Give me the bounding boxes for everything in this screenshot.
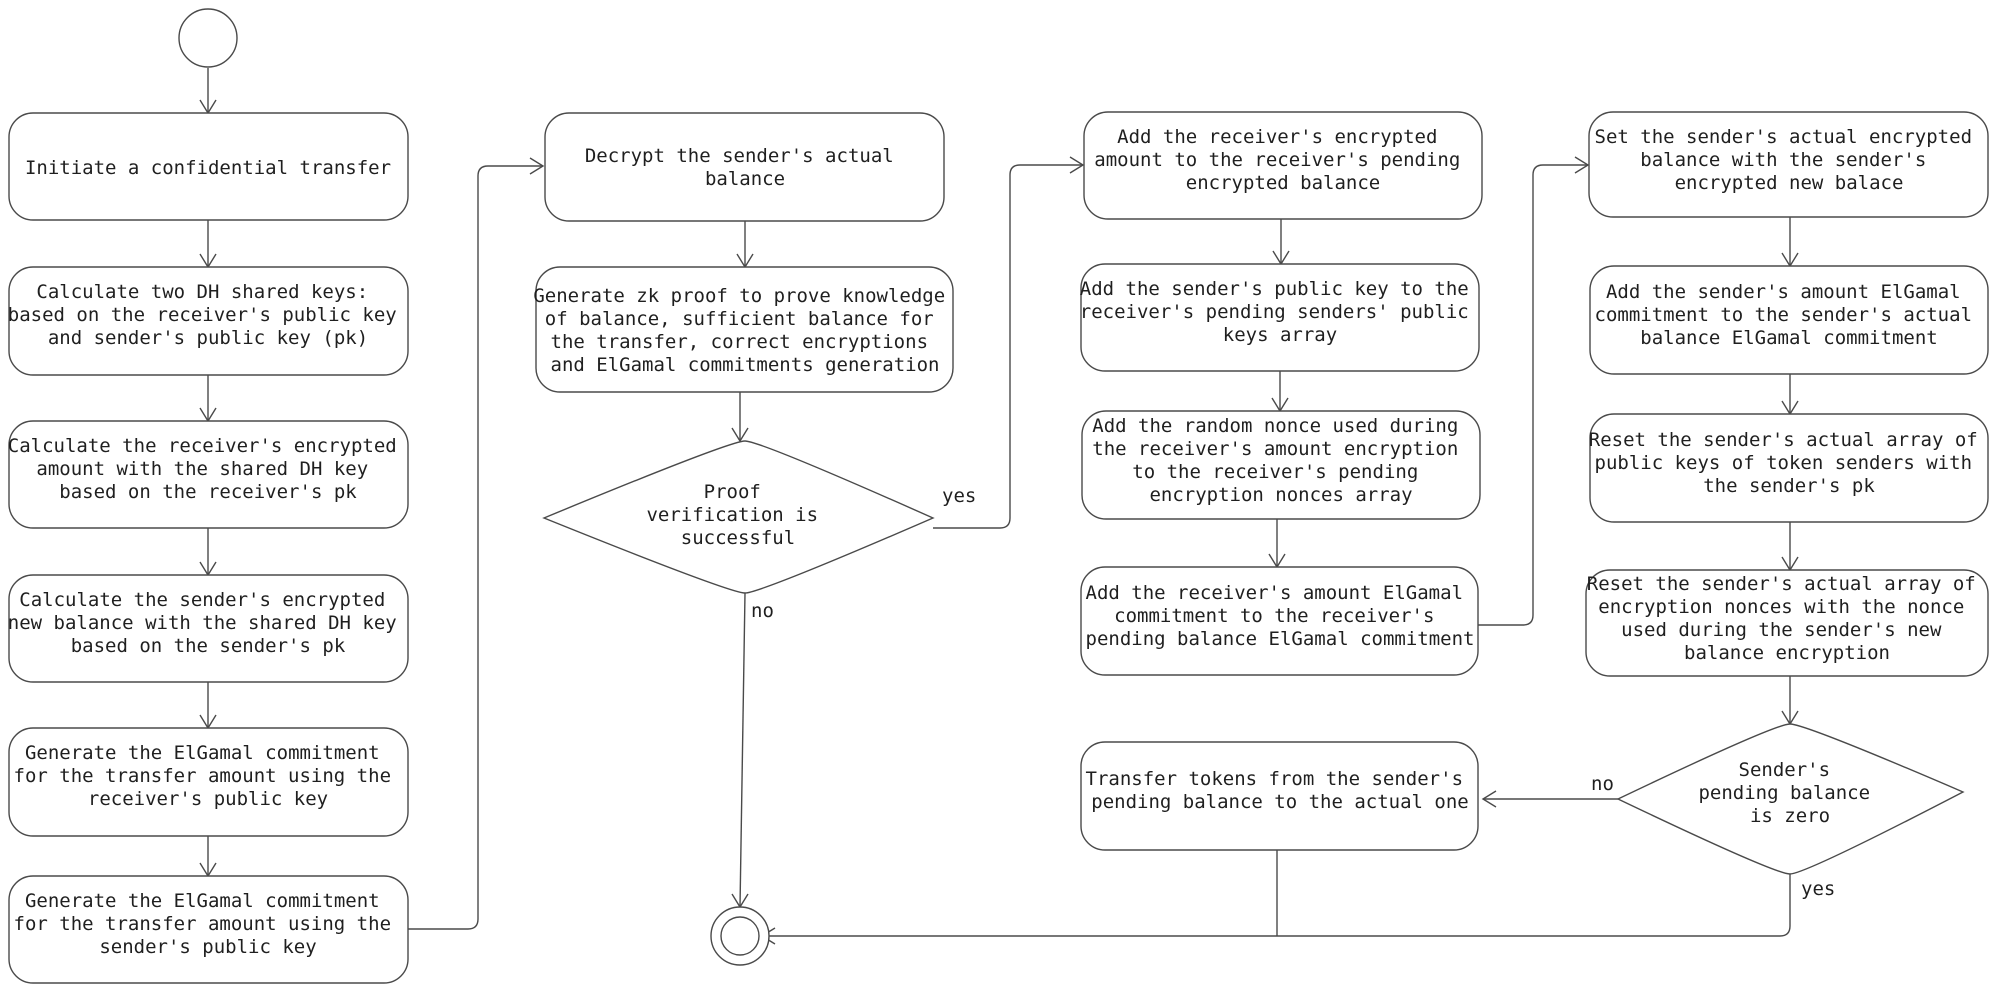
- node-initiate-text: Initiate a confidential transfer: [25, 157, 391, 179]
- edge-pending-yes-to-end: [762, 874, 1791, 937]
- node-sender-balance-text: Calculate the sender's encrypted new bal…: [8, 589, 408, 657]
- label-proof-yes: yes: [942, 485, 976, 507]
- edge-proof-yes-to-add-pending: [933, 164, 1083, 529]
- node-initiate: Initiate a confidential transfer: [8, 112, 409, 221]
- node-reset-keys-text: Reset the sender's actual array of publi…: [1589, 429, 1989, 497]
- label-proof-no: no: [751, 600, 774, 622]
- node-proof-decision: Proof verification is successful: [542, 440, 935, 594]
- node-set-balance: Set the sender's actual encrypted balanc…: [1588, 111, 1989, 218]
- node-decrypt: Decrypt the sender's actual balance: [544, 112, 945, 222]
- node-transfer-tokens: Transfer tokens from the sender's pendin…: [1080, 741, 1479, 851]
- node-commit-sender-text: Generate the ElGamal commitment for the …: [14, 890, 403, 958]
- node-add-pending-text: Add the receiver's encrypted amount to t…: [1094, 126, 1472, 194]
- node-pending-decision-text: Sender's pending balance is zero: [1698, 759, 1881, 827]
- node-dh-keys-text: Calculate two DH shared keys: based on t…: [8, 281, 408, 349]
- node-add-commitment-text: Add the receiver's amount ElGamal commit…: [1086, 582, 1475, 650]
- edge-commit-sender-to-decrypt: [408, 165, 543, 930]
- label-pending-no: no: [1591, 773, 1614, 795]
- node-add-pending: Add the receiver's encrypted amount to t…: [1083, 111, 1483, 220]
- arrowhead: [1574, 156, 1590, 174]
- node-zk-proof: Generate zk proof to prove knowledge of …: [533, 266, 956, 393]
- node-reset-keys: Reset the sender's actual array of publi…: [1589, 413, 1989, 523]
- node-reset-nonces: Reset the sender's actual array of encry…: [1585, 569, 1989, 677]
- node-sender-balance: Calculate the sender's encrypted new bal…: [8, 574, 409, 683]
- node-add-nonce-text: Add the random nonce used during the rec…: [1092, 415, 1470, 506]
- end-node-inner: [720, 916, 760, 956]
- arrowhead: [1481, 790, 1497, 808]
- node-zk-proof-text: Generate zk proof to prove knowledge of …: [533, 285, 956, 376]
- node-set-balance-text: Set the sender's actual encrypted balanc…: [1595, 126, 1984, 194]
- node-add-pubkey-text: Add the sender's public key to the recei…: [1080, 278, 1480, 346]
- node-receiver-amount-text: Calculate the receiver's encrypted amoun…: [8, 435, 408, 503]
- edges: [199, 68, 1799, 945]
- arrowhead: [731, 427, 749, 443]
- node-transfer-tokens-text: Transfer tokens from the sender's pendin…: [1086, 768, 1475, 813]
- node-add-sender-commit-text: Add the sender's amount ElGamal commitme…: [1595, 281, 1984, 349]
- label-pending-yes: yes: [1801, 878, 1835, 900]
- node-dh-keys: Calculate two DH shared keys: based on t…: [8, 266, 409, 376]
- node-add-commitment: Add the receiver's amount ElGamal commit…: [1080, 566, 1479, 676]
- node-reset-nonces-text: Reset the sender's actual array of encry…: [1587, 573, 1987, 664]
- node-commit-sender: Generate the ElGamal commitment for the …: [8, 875, 409, 984]
- end-node: [710, 906, 770, 966]
- edge-add-commitment-to-set-balance: [1478, 164, 1588, 626]
- arrowhead: [1069, 156, 1085, 174]
- node-decrypt-text: Decrypt the sender's actual balance: [585, 145, 905, 190]
- node-add-nonce: Add the random nonce used during the rec…: [1081, 410, 1481, 520]
- node-pending-decision: Sender's pending balance is zero: [1616, 723, 1965, 875]
- node-receiver-amount: Calculate the receiver's encrypted amoun…: [8, 420, 409, 529]
- arrowhead: [529, 157, 545, 175]
- node-commit-receiver: Generate the ElGamal commitment for the …: [8, 727, 409, 837]
- node-proof-decision-text: Proof verification is successful: [646, 481, 829, 549]
- node-add-pubkey: Add the sender's public key to the recei…: [1080, 263, 1480, 372]
- start-node: [178, 8, 238, 68]
- edge-proof-no-to-end: [739, 592, 746, 908]
- node-add-sender-commit: Add the sender's amount ElGamal commitme…: [1589, 265, 1989, 375]
- node-commit-receiver-text: Generate the ElGamal commitment for the …: [14, 742, 403, 810]
